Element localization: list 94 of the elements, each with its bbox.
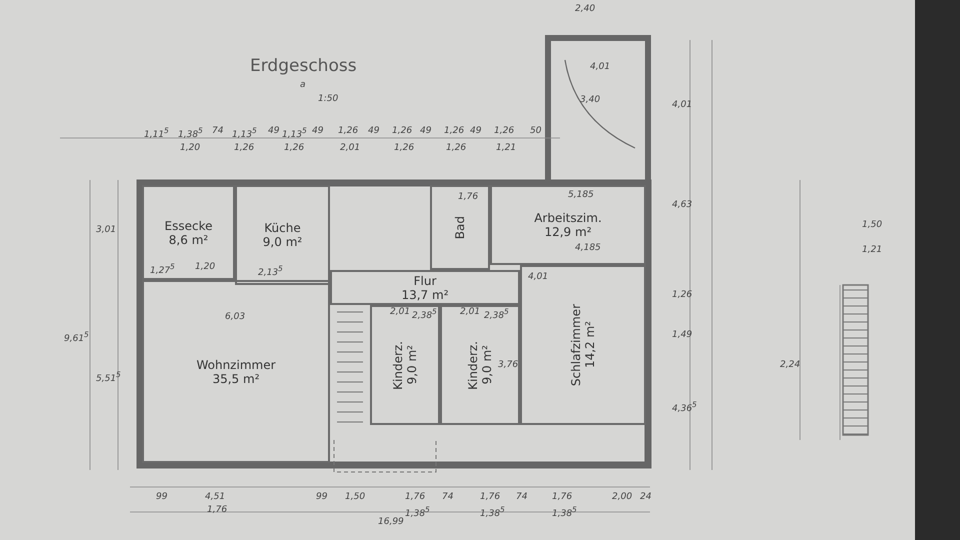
area-text: 12,9 m² <box>544 225 592 239</box>
dimension-text: 1,26 <box>446 143 466 153</box>
dimension-text: 1,76 <box>552 492 572 502</box>
dimension-text: 2,01 <box>460 307 480 317</box>
dimension-text: 2,01 <box>390 307 410 317</box>
area-text: 13,7 m² <box>401 288 449 302</box>
room-outline <box>430 185 490 270</box>
room-name: Bad <box>453 216 467 240</box>
dimension-text: 49 <box>312 126 324 136</box>
dimension-text: 4,01 <box>672 100 692 110</box>
dimension-text: 49 <box>268 126 280 136</box>
dimension-text: 1,26 <box>672 290 692 300</box>
dimension-text: 1,49 <box>672 330 692 340</box>
dimension-text: 16,99 <box>378 517 404 527</box>
dimension-text: 4,36$^{5}$ <box>672 400 697 414</box>
dimension-text: 9,61$^{5}$ <box>64 330 89 344</box>
room-outline <box>330 270 520 305</box>
dimension-text: 2,38$^{5}$ <box>484 307 509 321</box>
room-name: Kinderz. <box>466 340 480 390</box>
room-outline <box>520 265 646 425</box>
dimension-text: 4,01 <box>590 62 610 72</box>
dimension-text: 2,01 <box>340 143 360 153</box>
dimension-text: 1,38$^{5}$ <box>480 505 505 519</box>
dimension-text: 24 <box>640 492 652 502</box>
scale-text: 1:50 <box>318 94 338 104</box>
area-text: 9,0 m² <box>405 345 419 385</box>
dimension-text: 1,38$^{5}$ <box>405 505 430 519</box>
dimension-text: 1,26 <box>338 126 358 136</box>
dimension-text: 4,01 <box>528 272 548 282</box>
dimension-text: 5,185 <box>568 190 594 200</box>
area-text: 9,0 m² <box>480 345 494 385</box>
dimension-text: 99 <box>316 492 328 502</box>
dimension-text: 2,00 <box>612 492 632 502</box>
dimension-text: 49 <box>470 126 482 136</box>
dimension-text: 74 <box>212 126 224 136</box>
dimension-text: 49 <box>420 126 432 136</box>
area-text: 8,6 m² <box>168 232 208 246</box>
dimension-text: 1,26 <box>392 126 412 136</box>
dimension-text: 1,13$^{5}$ <box>232 126 257 140</box>
dimension-text: 74 <box>442 492 454 502</box>
room-name: Flur <box>414 274 436 288</box>
dimension-text: 5,51$^{5}$ <box>96 370 121 384</box>
dimension-text: 1,20 <box>195 262 216 272</box>
area-text: 14,2 m² <box>583 321 597 369</box>
dimension-text: 4,51 <box>205 492 226 502</box>
room-outline <box>235 185 330 285</box>
dimension-text: 1,76 <box>458 192 478 202</box>
room-name: Kinderz. <box>391 340 405 390</box>
dimension-text: 1,20 <box>180 143 200 153</box>
dimension-text: 99 <box>156 492 168 502</box>
room-name: Wohnzimmer <box>196 358 276 372</box>
room-name: Essecke <box>164 218 212 232</box>
dimension-text: 1,13$^{5}$ <box>282 126 307 140</box>
dimension-text: 1,26 <box>494 126 514 136</box>
dimension-text: 2,24 <box>780 360 800 370</box>
room-outline <box>142 280 330 463</box>
dimension-text: 3,40 <box>580 95 600 105</box>
dimension-text: 1,50 <box>862 220 882 230</box>
dimension-text: 3,01 <box>96 225 116 235</box>
room-name: Küche <box>264 221 301 235</box>
dimension-text: 1,27$^{5}$ <box>150 262 175 276</box>
dimension-text: 2,13$^{5}$ <box>258 264 283 278</box>
room-name: Arbeitszim. <box>534 211 602 225</box>
dimension-text: 1,11$^{5}$ <box>144 126 169 140</box>
dimension-text: 1,21 <box>862 245 882 255</box>
room-outline <box>440 305 520 425</box>
section-mark: a <box>300 80 306 90</box>
dimension-text: 1,38$^{5}$ <box>552 505 577 519</box>
dimension-text: 4,63 <box>672 200 692 210</box>
dimension-text: 1,76 <box>480 492 500 502</box>
dimension-text: 2,40 <box>575 4 596 14</box>
dimension-text: 74 <box>516 492 528 502</box>
dimension-text: 1,21 <box>496 143 516 153</box>
dimension-text: 49 <box>368 126 380 136</box>
room-outline <box>490 185 646 265</box>
dimension-text: 6,03 <box>225 312 246 322</box>
dimension-text: 4,185 <box>575 243 601 253</box>
dimension-text: 1,76 <box>207 505 228 515</box>
dimension-text: 1,50 <box>345 492 366 502</box>
room-outline <box>370 305 440 425</box>
room-name: Schlafzimmer <box>569 304 583 386</box>
area-text: 9,0 m² <box>262 235 302 249</box>
room-outline <box>142 185 235 280</box>
dimension-text: 1,26 <box>284 143 304 153</box>
dimension-text: 3,76 <box>498 360 518 370</box>
dimension-text: 50 <box>530 126 542 136</box>
dimension-text: 1,26 <box>234 143 254 153</box>
dimension-text: 2,38$^{5}$ <box>412 307 437 321</box>
dimension-text: 1,38$^{5}$ <box>178 126 203 140</box>
drawing-title: Erdgeschoss <box>250 56 357 76</box>
dimension-text: 1,26 <box>394 143 414 153</box>
dimension-text: 1,26 <box>444 126 464 136</box>
area-text: 35,5 m² <box>212 372 260 386</box>
dimension-text: 1,76 <box>405 492 426 502</box>
